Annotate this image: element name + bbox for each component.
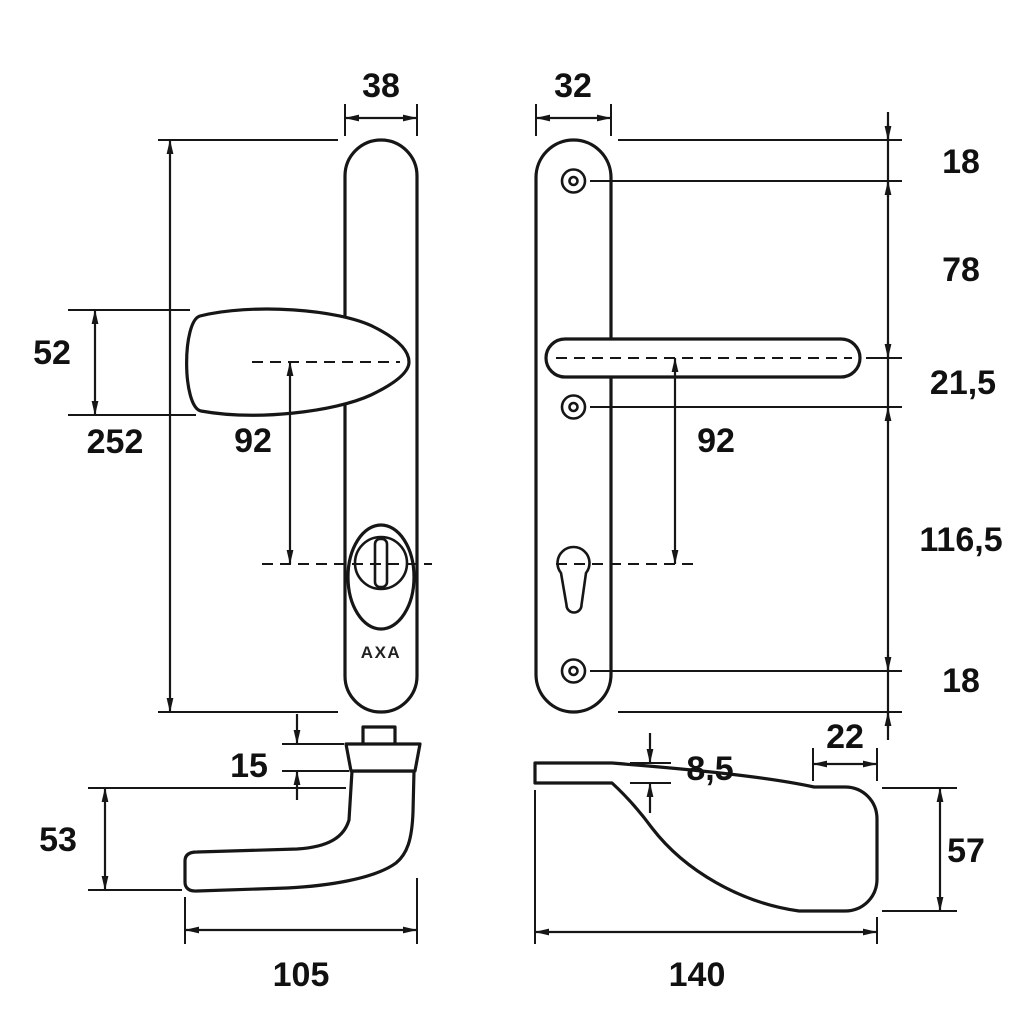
dim-label-lever-pz: 92 [697, 422, 735, 460]
extension-lines-lever-depth [882, 787, 957, 912]
extension-lines-top-widths [344, 104, 612, 136]
view-lever-profile [533, 761, 879, 913]
dim-label-knob-height: 52 [33, 334, 71, 372]
extension-lines-right-stack [590, 139, 902, 713]
screw-hole-bottom-center [568, 665, 579, 677]
extension-lines-knob-neck [282, 743, 349, 772]
knob-profile-spindle [361, 725, 397, 747]
dim-label-knob-neck: 15 [230, 747, 268, 785]
brand-logo: AXA [361, 643, 401, 662]
dim-label-knob-depth: 53 [39, 821, 77, 859]
dim-label-screw-to-bottom: 18 [942, 662, 980, 700]
dim-label-knob-pz: 92 [234, 422, 272, 460]
lever-backplate [534, 138, 613, 714]
dimensions: 38 32 252 52 92 92 18 78 21,5 116,5 [33, 67, 1003, 994]
dim-label-top-to-screw: 18 [942, 143, 980, 181]
knob-profile-cap [344, 742, 422, 773]
view-lever-plate [534, 138, 862, 714]
dim-label-screw-span: 116,5 [919, 521, 1002, 559]
dim-label-plate-length: 252 [87, 423, 144, 461]
dim-label-lever-to-screw: 21,5 [930, 364, 996, 402]
dim-label-lever-length: 140 [669, 956, 726, 994]
view-knob-profile [183, 725, 422, 893]
screw-hole-top-center [568, 175, 579, 187]
dim-label-knob-length: 105 [273, 956, 330, 994]
dim-label-lever-depth: 57 [947, 832, 985, 870]
dim-label-screw-to-lever: 78 [942, 251, 980, 289]
extension-lines-plate-length [158, 139, 338, 713]
knob-profile-body [183, 769, 416, 893]
dim-label-lever-thickness: 8,5 [686, 750, 733, 788]
view-knob-plate: AXA [185, 138, 419, 714]
screw-hole-middle-center [568, 401, 579, 413]
lever-profile-body [533, 761, 879, 913]
dim-label-plate-width-knob: 38 [362, 67, 400, 105]
extension-lines-knob-height [68, 309, 196, 416]
dim-label-plate-width-lever: 32 [554, 67, 592, 105]
dim-label-grip-width: 22 [826, 718, 864, 756]
